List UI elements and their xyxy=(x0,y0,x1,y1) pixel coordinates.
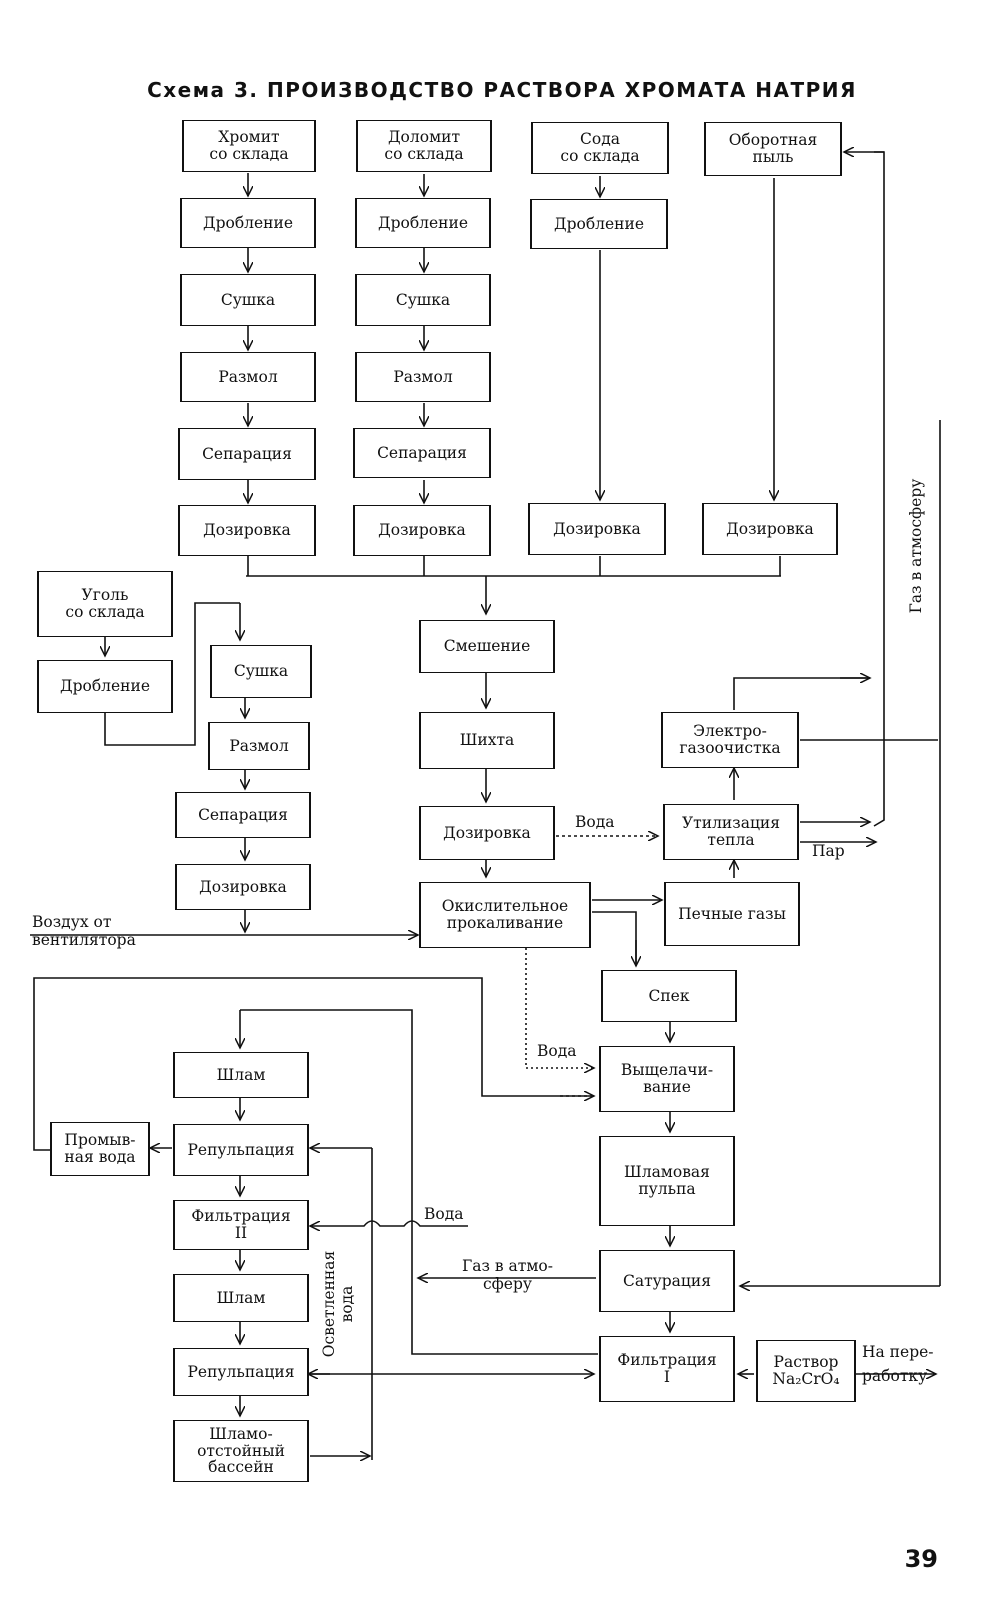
node-label: Промыв- ная вода xyxy=(64,1131,136,1166)
node-label: Доломит со склада xyxy=(384,128,464,163)
node-dolomite-mill: Размол xyxy=(355,352,491,402)
node-label: Дозировка xyxy=(443,823,531,842)
node-label: Сепарация xyxy=(377,443,467,462)
page-title: Схема 3. ПРОИЗВОДСТВО РАСТВОРА ХРОМАТА Н… xyxy=(147,78,857,102)
node-label: Шламовая пульпа xyxy=(624,1163,710,1198)
node-saturation: Сатурация xyxy=(599,1250,735,1312)
node-sludge-pond: Шламо- отстойный бассейн xyxy=(173,1420,309,1482)
label-water-3: Вода xyxy=(424,1205,464,1223)
node-sinter: Спек xyxy=(601,970,737,1022)
node-filtration-1: Фильтрация I xyxy=(599,1336,735,1402)
label-steam: Пар xyxy=(812,842,845,860)
node-chromite-sep: Сепарация xyxy=(178,428,316,480)
node-label: Окислительное прокаливание xyxy=(441,897,569,932)
label-gas-atm-1: Газ в атмосферу xyxy=(907,478,925,614)
node-coal-dose: Дозировка xyxy=(175,864,311,910)
node-label: Дробление xyxy=(377,213,469,232)
node-label: Сода со склада xyxy=(560,130,640,165)
node-repulp-1: Репульпация xyxy=(173,1124,309,1176)
node-dolomite-store: Доломит со склада xyxy=(356,120,492,172)
node-dolomite-sep: Сепарация xyxy=(353,428,491,478)
node-chromite-dry: Сушка xyxy=(180,274,316,326)
node-label: Шлам xyxy=(216,1288,266,1307)
node-soda-store: Сода со склада xyxy=(531,122,669,174)
node-repulp-2: Репульпация xyxy=(173,1348,309,1396)
node-chromite-crush: Дробление xyxy=(180,198,316,248)
node-coal-mill: Размол xyxy=(208,722,310,770)
node-label: Репульпация xyxy=(187,1140,295,1159)
node-label: Сепарация xyxy=(202,444,292,463)
label-gas-atm-2: Газ в атмо- сферу xyxy=(462,1257,553,1293)
node-label: Размол xyxy=(218,367,278,386)
node-charge: Шихта xyxy=(419,712,555,769)
node-label: Спек xyxy=(648,986,690,1005)
node-label: Репульпация xyxy=(187,1362,295,1381)
node-label: Смешение xyxy=(443,637,531,656)
node-label: Электро- газоочистка xyxy=(679,722,781,757)
node-label: Утилизация тепла xyxy=(681,814,781,849)
node-dust-dose: Дозировка xyxy=(702,503,838,555)
node-chromite-dose: Дозировка xyxy=(178,505,316,556)
node-label: Шлам xyxy=(216,1065,266,1084)
node-coal-sep: Сепарация xyxy=(175,792,311,838)
node-label: Шихта xyxy=(459,731,515,750)
node-dolomite-dose: Дозировка xyxy=(353,505,491,556)
node-label: Сушка xyxy=(220,290,276,309)
node-label: Уголь со склада xyxy=(65,586,145,621)
node-charge-dose: Дозировка xyxy=(419,806,555,860)
node-coal-crush: Дробление xyxy=(37,660,173,713)
node-label: Дозировка xyxy=(726,519,814,538)
node-label: Дробление xyxy=(202,213,294,232)
node-label: Выщелачи- вание xyxy=(620,1061,714,1096)
node-coal-store: Уголь со склада xyxy=(37,571,173,637)
page-number: 39 xyxy=(904,1545,938,1573)
node-dolomite-dry: Сушка xyxy=(355,274,491,326)
node-label: Фильтрация II xyxy=(191,1207,291,1242)
node-soda-crush: Дробление xyxy=(530,199,668,249)
node-wash-water: Промыв- ная вода xyxy=(50,1122,150,1176)
node-leaching: Выщелачи- вание xyxy=(599,1046,735,1112)
node-label: Фильтрация I xyxy=(617,1351,717,1386)
node-label: Дозировка xyxy=(378,521,466,540)
node-furnace-gas: Печные газы xyxy=(664,882,800,946)
node-filtration-2: Фильтрация II xyxy=(173,1200,309,1250)
node-label: Печные газы xyxy=(678,904,786,923)
node-sludge-1: Шлам xyxy=(173,1052,309,1098)
node-label: Оборотная пыль xyxy=(728,131,818,166)
node-label: Сепарация xyxy=(198,805,288,824)
node-label: Сатурация xyxy=(622,1271,712,1290)
node-label: Дозировка xyxy=(553,519,641,538)
node-heat-util: Утилизация тепла xyxy=(663,804,799,860)
label-air: Воздух от вентилятора xyxy=(32,913,136,949)
node-coal-dry: Сушка xyxy=(210,645,312,698)
node-label: Дозировка xyxy=(203,521,291,540)
node-dust-return: Оборотная пыль xyxy=(704,122,842,176)
node-chromite-store: Хромит со склада xyxy=(182,120,316,172)
label-water-1: Вода xyxy=(575,813,615,831)
node-label: Дробление xyxy=(553,214,645,233)
node-sludge-2: Шлам xyxy=(173,1274,309,1322)
label-to-processing: На пере- работку xyxy=(862,1343,934,1386)
node-label: Размол xyxy=(393,367,453,386)
node-label: Сушка xyxy=(233,662,289,681)
node-electro-clean: Электро- газоочистка xyxy=(661,712,799,768)
node-slurry: Шламовая пульпа xyxy=(599,1136,735,1226)
node-solution: Раствор Na₂CrO₄ xyxy=(756,1340,856,1402)
node-label: Размол xyxy=(229,736,289,755)
node-chromite-mill: Размол xyxy=(180,352,316,402)
node-roasting: Окислительное прокаливание xyxy=(419,882,591,948)
node-dolomite-crush: Дробление xyxy=(355,198,491,248)
node-label: Дробление xyxy=(59,677,151,696)
node-mixing: Смешение xyxy=(419,620,555,673)
label-water-2: Вода xyxy=(537,1042,577,1060)
node-label: Шламо- отстойный бассейн xyxy=(197,1424,285,1477)
node-label: Раствор Na₂CrO₄ xyxy=(772,1353,840,1388)
node-label: Сушка xyxy=(395,290,451,309)
node-label: Хромит со склада xyxy=(209,128,289,163)
node-label: Дозировка xyxy=(199,877,287,896)
node-soda-dose: Дозировка xyxy=(528,503,666,555)
label-clarified-water: Осветленная вода xyxy=(320,1250,356,1358)
